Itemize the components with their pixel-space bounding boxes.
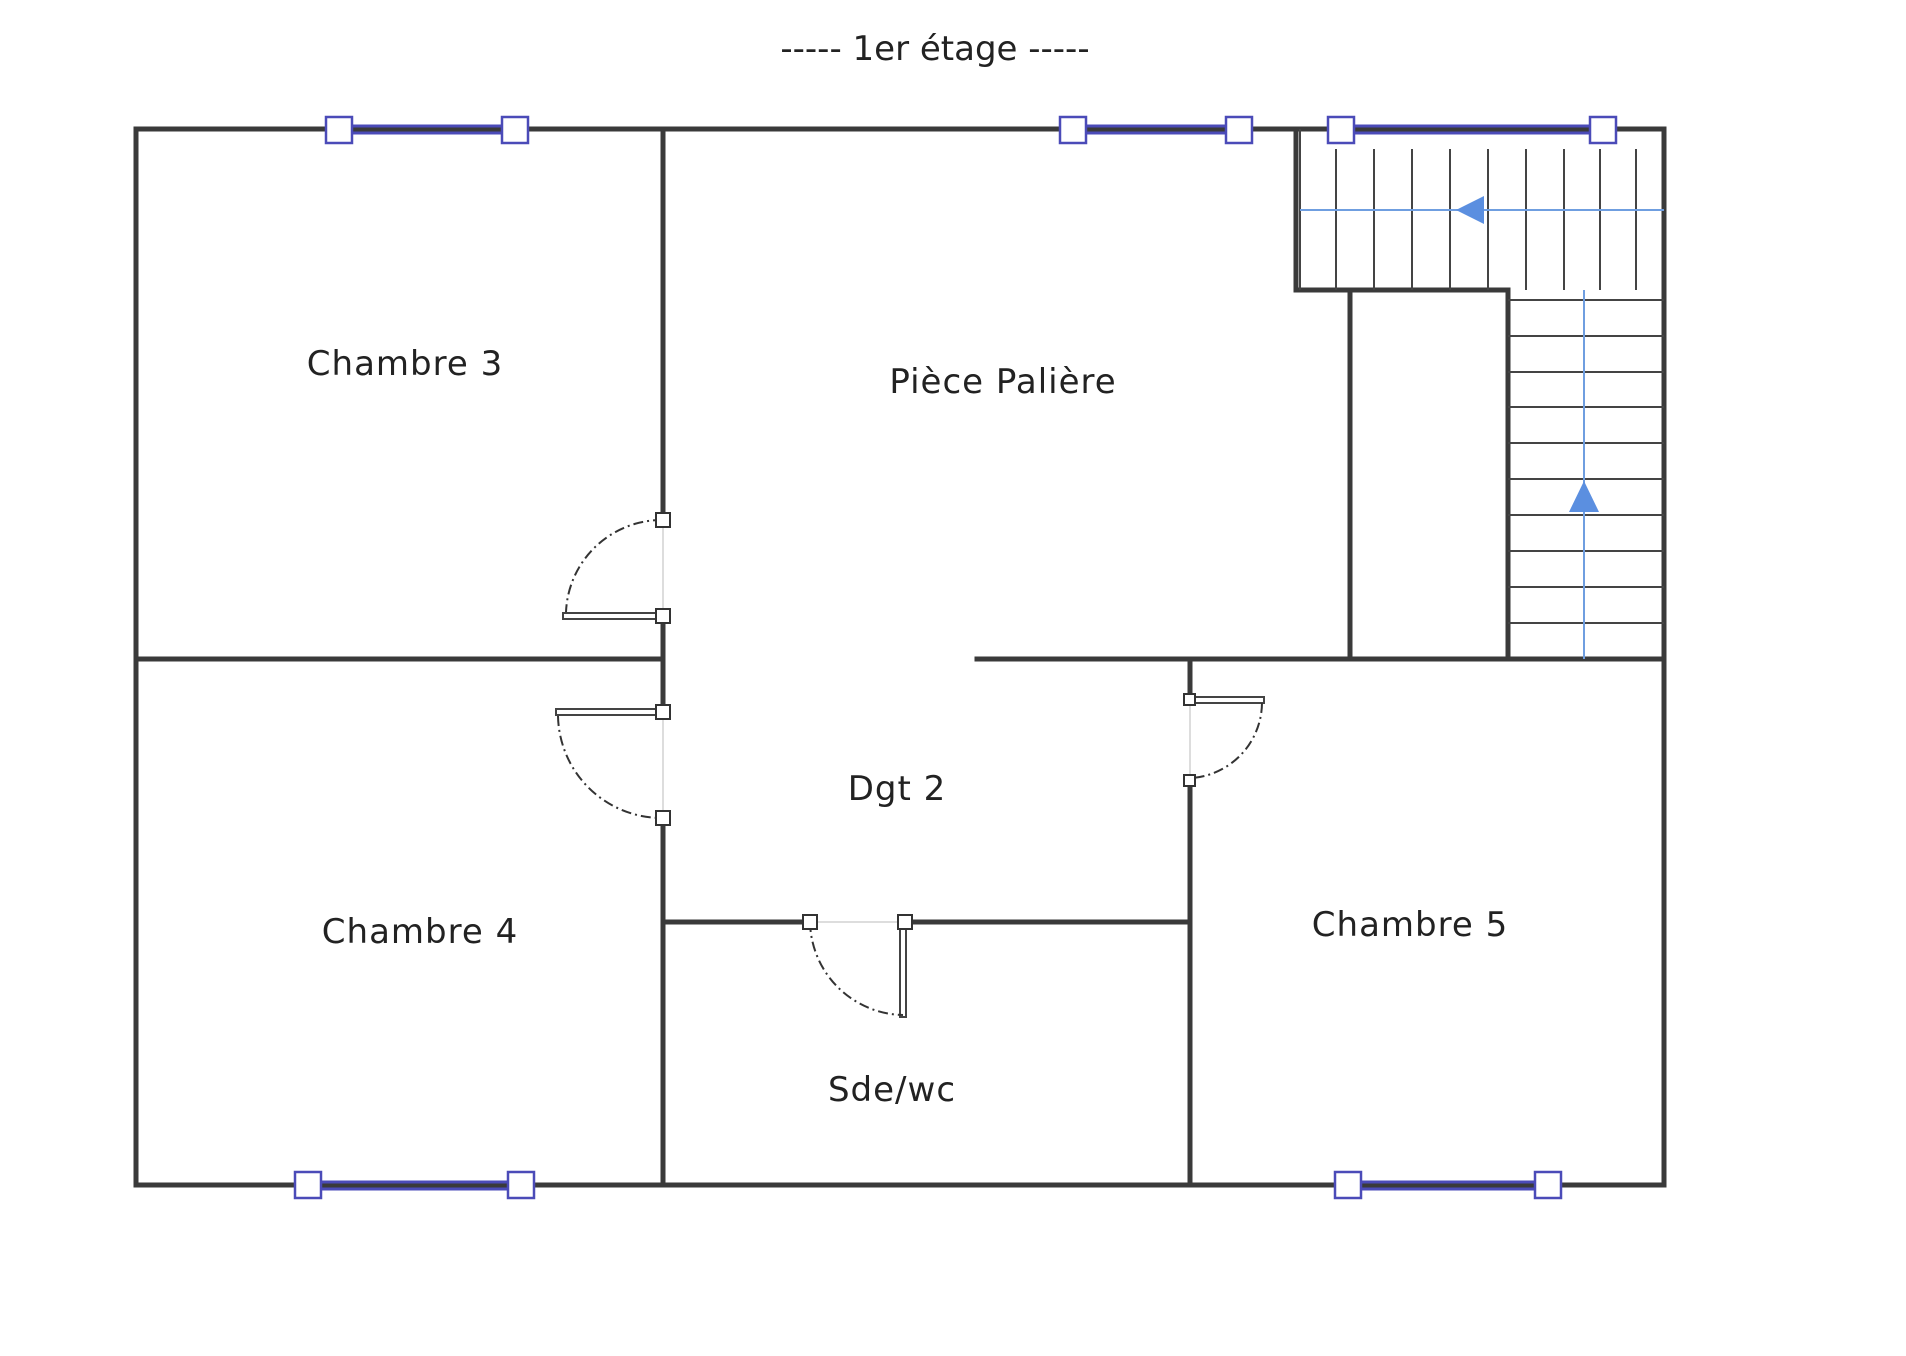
door-sde-wc bbox=[802, 914, 913, 1018]
room-label-chambre4: Chambre 4 bbox=[322, 912, 518, 952]
door-chambre5 bbox=[1183, 693, 1265, 787]
interior-walls bbox=[133, 126, 1667, 1188]
stair-arrow-left-icon bbox=[1456, 196, 1484, 224]
window-top-stairs bbox=[1326, 115, 1618, 145]
room-label-piece-paliere: Pièce Palière bbox=[889, 362, 1116, 402]
room-label-dgt2: Dgt 2 bbox=[848, 769, 947, 809]
room-label-chambre3: Chambre 3 bbox=[307, 344, 503, 384]
room-label-chambre5: Chambre 5 bbox=[1312, 905, 1508, 945]
window-bottom-chambre5 bbox=[1333, 1170, 1563, 1200]
door-chambre3 bbox=[562, 512, 671, 624]
window-top-piece-paliere bbox=[1058, 115, 1254, 145]
window-bottom-chambre4 bbox=[293, 1170, 536, 1200]
floor-title: ----- 1er étage ----- bbox=[780, 29, 1089, 69]
room-label-sde-wc: Sde/wc bbox=[828, 1070, 956, 1110]
door-chambre4 bbox=[555, 704, 671, 826]
stairs-upper-flight bbox=[1299, 129, 1664, 290]
stair-arrow-up-icon bbox=[1569, 481, 1599, 512]
stairs-lower-flight bbox=[1508, 290, 1664, 659]
window-top-chambre3 bbox=[324, 115, 530, 145]
